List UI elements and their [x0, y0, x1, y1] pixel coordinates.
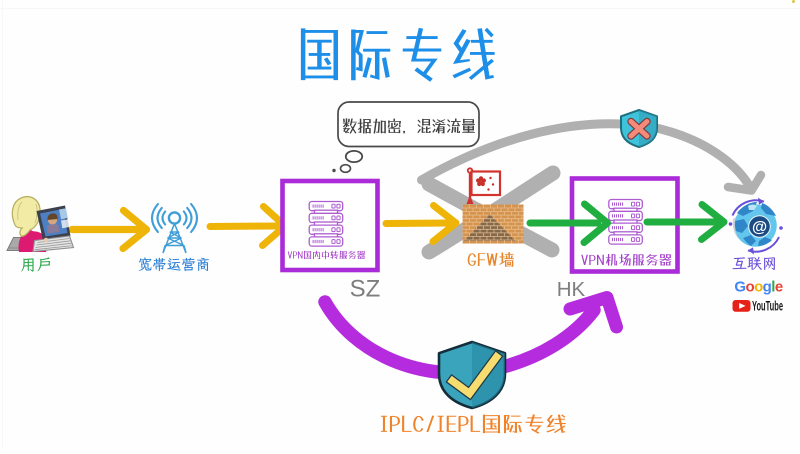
svg-text:@: @ — [752, 219, 767, 236]
svg-text:Google: Google — [734, 279, 782, 296]
svg-text:SZ: SZ — [350, 276, 381, 303]
svg-text:YouTube: YouTube — [752, 299, 783, 314]
svg-text:HK: HK — [557, 278, 586, 301]
